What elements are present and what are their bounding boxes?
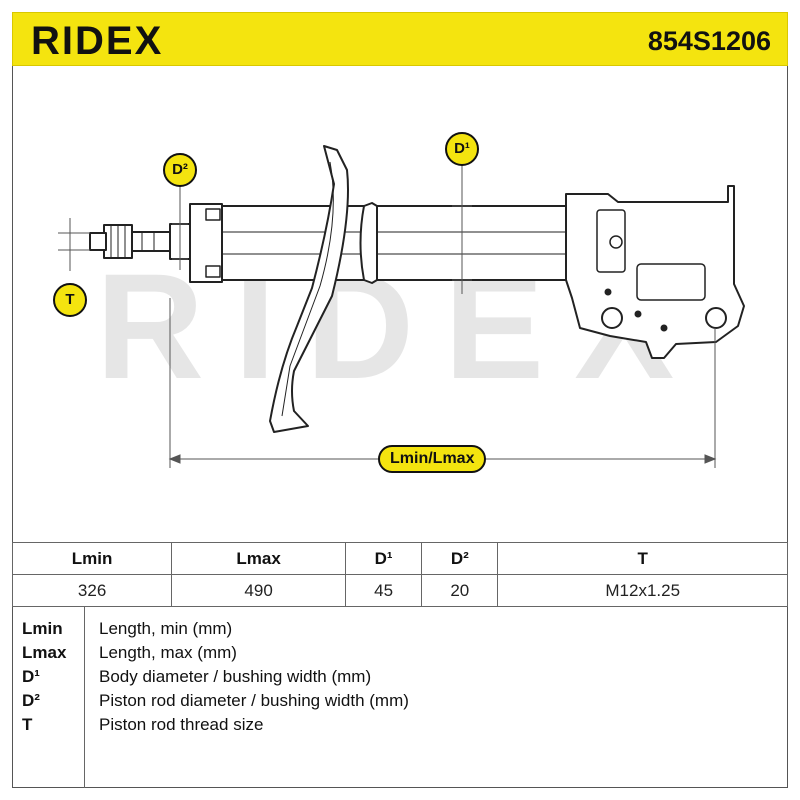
spring-perch xyxy=(269,145,349,433)
specs-table: Lmin Lmax D¹ D² T 326 490 45 20 M12x1.25 xyxy=(11,542,788,607)
specs-value-lmax: 490 xyxy=(171,574,346,607)
t-label-badge: T xyxy=(53,283,87,317)
d2-label-badge: D² xyxy=(163,153,197,187)
specs-header-row: Lmin Lmax D¹ D² T xyxy=(11,542,788,575)
legend-item: D² Piston rod diameter / bushing width (… xyxy=(12,691,788,715)
specs-header-t: T xyxy=(497,542,788,575)
header-bar: RIDEX 854S1206 xyxy=(12,12,788,66)
legend-desc: Body diameter / bushing width (mm) xyxy=(99,667,372,686)
specs-value-d1: 45 xyxy=(344,574,423,607)
specs-header-lmin: Lmin xyxy=(11,542,173,575)
legend-item: D¹ Body diameter / bushing width (mm) xyxy=(12,667,788,691)
part-number: 854S1206 xyxy=(647,26,771,56)
legend-key: Lmax xyxy=(22,643,67,662)
legend-desc: Piston rod thread size xyxy=(99,715,264,734)
legend-key: T xyxy=(22,715,33,734)
legend-item: Lmax Length, max (mm) xyxy=(12,643,788,667)
legend-desc: Piston rod diameter / bushing width (mm) xyxy=(99,691,409,710)
strut-diagram: RIDEX xyxy=(58,145,745,468)
legend-key: D¹ xyxy=(22,667,40,686)
legend: Lmin Length, min (mm) Lmax Length, max (… xyxy=(12,606,788,788)
legend-key: D² xyxy=(22,691,40,710)
specs-value-d2: 20 xyxy=(421,574,499,607)
content-frame xyxy=(12,66,788,788)
brand-logo: RIDEX xyxy=(31,19,164,63)
legend-desc: Length, min (mm) xyxy=(99,619,233,638)
legend-key: Lmin xyxy=(22,619,63,638)
thread-tip xyxy=(89,232,107,251)
d1-label-badge: D¹ xyxy=(445,132,479,166)
specs-value-lmin: 326 xyxy=(11,574,173,607)
specs-header-lmax: Lmax xyxy=(171,542,346,575)
specs-header-d1: D¹ xyxy=(344,542,423,575)
specs-value-t: M12x1.25 xyxy=(497,574,788,607)
spring-seat xyxy=(359,202,378,284)
legend-divider xyxy=(84,606,85,788)
strut-body xyxy=(221,205,567,281)
legend-item: Lmin Length, min (mm) xyxy=(12,619,788,643)
length-label-badge: Lmin/Lmax xyxy=(378,445,487,473)
specs-value-row: 326 490 45 20 M12x1.25 xyxy=(11,574,788,607)
legend-item: T Piston rod thread size xyxy=(12,715,788,739)
specs-header-d2: D² xyxy=(421,542,499,575)
legend-desc: Length, max (mm) xyxy=(99,643,237,662)
